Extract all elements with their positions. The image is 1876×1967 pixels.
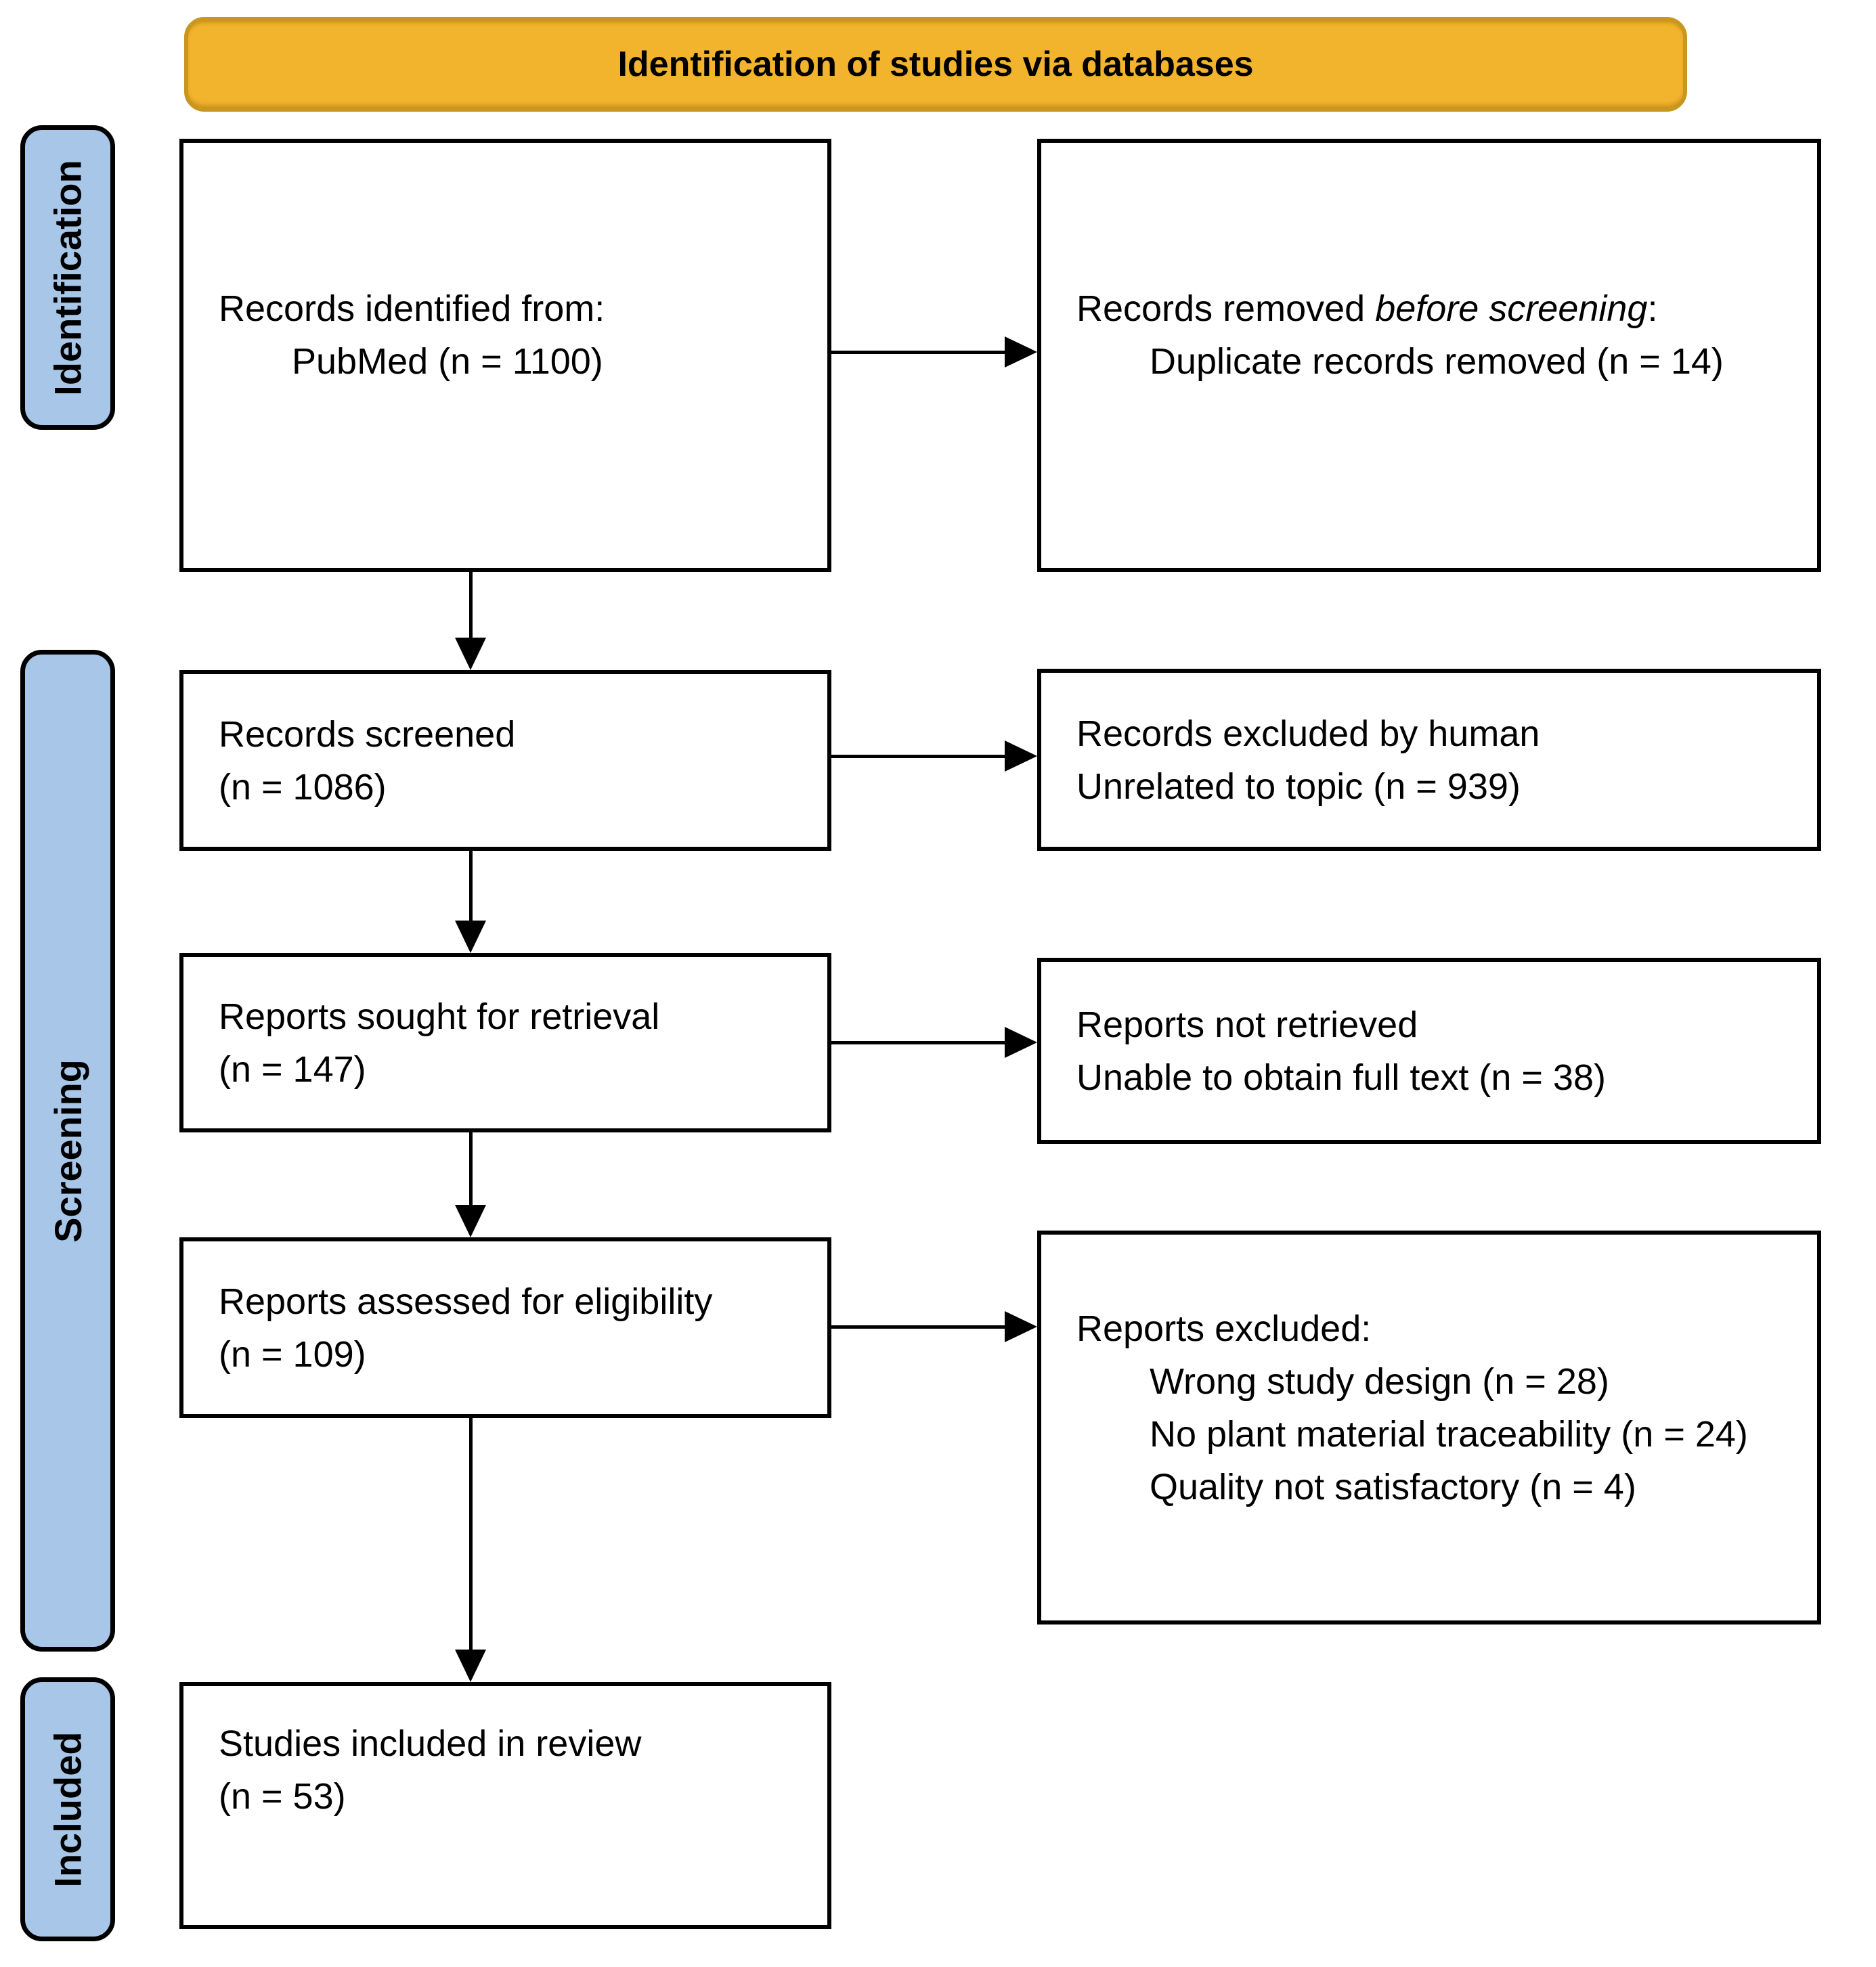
arrow-sought-to-assessed-line	[469, 1132, 473, 1207]
records-removed-line1: Records removed before screening:	[1076, 282, 1797, 335]
box-records-excluded-by-human: Records excluded by human Unrelated to t…	[1037, 669, 1821, 851]
records-removed-line2: Duplicate records removed (n = 14)	[1150, 341, 1724, 382]
reports-excluded-reason: No plant material traceability (n = 24)	[1150, 1414, 1748, 1455]
arrow-sought-to-not-retrieved-line	[831, 1041, 1006, 1044]
records-removed-line1-prefix: Records removed	[1076, 288, 1376, 329]
reports-excluded-reason: Wrong study design (n = 28)	[1150, 1361, 1609, 1402]
stage-label-included: Included	[20, 1677, 115, 1941]
reports-sought-line2: (n = 147)	[219, 1048, 366, 1090]
box-reports-sought: Reports sought for retrieval (n = 147)	[179, 953, 831, 1132]
stage-label-identification: Identification	[20, 125, 115, 430]
stage-label-included-text: Included	[46, 1731, 89, 1888]
stage-label-screening: Screening	[20, 650, 115, 1652]
reports-sought-line1: Reports sought for retrieval	[219, 996, 660, 1037]
box-reports-excluded: Reports excluded: Wrong study design (n …	[1037, 1231, 1821, 1625]
reports-assessed-line1: Reports assessed for eligibility	[219, 1281, 713, 1322]
reports-not-retrieved-line1: Reports not retrieved	[1076, 1004, 1418, 1045]
records-excluded-line2: Unrelated to topic (n = 939)	[1076, 766, 1521, 807]
records-excluded-line1: Records excluded by human	[1076, 713, 1540, 754]
stage-label-identification-text: Identification	[46, 159, 89, 396]
stage-label-screening-text: Screening	[46, 1059, 89, 1243]
reports-excluded-reason: Quality not satisfactory (n = 4)	[1150, 1467, 1636, 1507]
records-removed-line1-suffix: :	[1647, 288, 1658, 329]
box-records-screened: Records screened (n = 1086)	[179, 670, 831, 851]
reports-excluded-line1: Reports excluded:	[1076, 1308, 1372, 1349]
box-studies-included: Studies included in review (n = 53)	[179, 1682, 831, 1929]
arrow-identified-to-screened-head	[455, 638, 486, 670]
reports-not-retrieved-line2: Unable to obtain full text (n = 38)	[1076, 1057, 1606, 1098]
arrow-assessed-to-excluded-head	[1005, 1311, 1037, 1342]
arrow-sought-to-assessed-head	[455, 1205, 486, 1237]
arrow-assessed-to-excluded-line	[831, 1325, 1006, 1329]
arrow-screened-to-excluded-line	[831, 755, 1006, 758]
studies-included-line1: Studies included in review	[219, 1723, 642, 1764]
arrow-screened-to-sought-head	[455, 921, 486, 953]
banner-label: Identification of studies via databases	[617, 45, 1254, 84]
box-reports-not-retrieved: Reports not retrieved Unable to obtain f…	[1037, 958, 1821, 1144]
banner-identification-via-databases: Identification of studies via databases	[184, 17, 1687, 112]
records-identified-line1: Records identified from:	[219, 288, 605, 329]
records-screened-line2: (n = 1086)	[219, 766, 387, 808]
arrow-screened-to-sought-line	[469, 851, 473, 923]
arrow-identified-to-removed-line	[831, 351, 1006, 354]
arrow-screened-to-excluded-head	[1005, 741, 1037, 772]
records-identified-line2: PubMed (n = 1100)	[292, 341, 603, 382]
box-records-identified: Records identified from: PubMed (n = 110…	[179, 139, 831, 572]
arrow-assessed-to-included-line	[469, 1418, 473, 1652]
box-records-removed-before-screening: Records removed before screening: Duplic…	[1037, 139, 1821, 572]
arrow-assessed-to-included-head	[455, 1650, 486, 1682]
records-removed-line1-italic: before screening	[1375, 288, 1648, 329]
arrow-identified-to-screened-line	[469, 572, 473, 640]
reports-assessed-line2: (n = 109)	[219, 1333, 366, 1375]
box-reports-assessed: Reports assessed for eligibility (n = 10…	[179, 1237, 831, 1418]
arrow-sought-to-not-retrieved-head	[1005, 1027, 1037, 1058]
arrow-identified-to-removed-head	[1005, 336, 1037, 368]
records-screened-line1: Records screened	[219, 713, 516, 755]
studies-included-line2: (n = 53)	[219, 1776, 346, 1817]
